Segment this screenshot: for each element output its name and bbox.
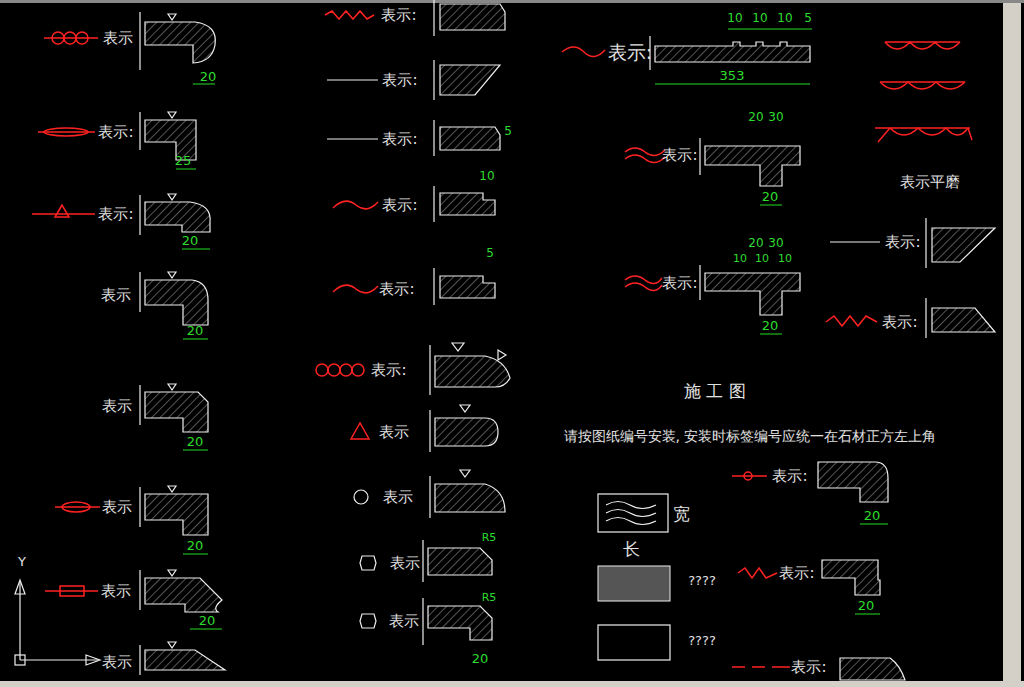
profile-label: 表示: [98, 207, 133, 222]
dimension-number: 20 [182, 234, 199, 247]
profile-label: 表示: [662, 276, 697, 291]
profile-label: 表示 [389, 614, 419, 629]
dimension-number: 30 [768, 111, 783, 123]
profile-label: ???? [688, 574, 716, 587]
profile-label: Y [18, 555, 26, 568]
profile-label: 表示: [772, 469, 807, 484]
dimension-number: 5 [486, 247, 494, 259]
dimension-number: 20 [199, 614, 216, 627]
profile-label: 表示: [882, 315, 917, 330]
dimension-number: 20 [858, 599, 875, 612]
profile-label: 宽 [673, 506, 690, 523]
dimension-number: 20 [472, 652, 489, 665]
profile-label: 表示: [382, 73, 417, 88]
dimension-number: 30 [768, 237, 783, 249]
dimension-number: 20 [187, 435, 204, 448]
dimension-number: 10 [727, 12, 742, 24]
profile-label: 表示: [608, 43, 652, 62]
profile-label: 表示 [102, 500, 132, 515]
dimension-number: 20 [748, 111, 763, 123]
dimension-number: 5 [504, 125, 512, 137]
profile-label: 表示 [101, 584, 131, 599]
profile-label: 表示: [382, 132, 417, 147]
dimension-number: 20 [748, 237, 763, 249]
profile-label: 表示: [98, 125, 133, 140]
dimension-number: 10 [479, 170, 494, 182]
dimension-number: 353 [720, 69, 745, 82]
profile-label: 表示: [371, 363, 406, 378]
profile-label: 表示: [885, 235, 920, 250]
profile-label: 表示 [379, 425, 409, 440]
profile-label: 表示 [102, 655, 132, 670]
dimension-number: R5 [482, 592, 497, 603]
profile-label: 表示: [791, 660, 826, 675]
dimension-number: 10 [755, 253, 769, 264]
dimension-number: 10 [778, 253, 792, 264]
dimension-number: 20 [762, 319, 779, 332]
profile-label: 表示 [383, 490, 413, 505]
dimension-number: 10 [777, 12, 792, 24]
dimension-number: 25 [175, 154, 192, 167]
drawing-title: 施 工 图 [684, 383, 746, 400]
dimension-number: 10 [733, 253, 747, 264]
profile-label: 表示: [662, 148, 697, 163]
profile-label: 表示: [382, 198, 417, 213]
dimension-number: R5 [482, 532, 497, 543]
dimension-number: 20 [200, 70, 217, 83]
profile-label: 表示 [101, 288, 131, 303]
dimension-number: 20 [762, 190, 779, 203]
dimension-number: 10 [752, 12, 767, 24]
profile-label: 表示 [103, 31, 133, 46]
profile-label: 请按图纸编号安装, 安装时标签编号应统一在石材正方左上角 [564, 429, 937, 443]
profile-label: 长 [623, 541, 640, 558]
profile-label: 表示: [381, 8, 416, 23]
dimension-number: 20 [187, 539, 204, 552]
profile-label: 表示 [102, 399, 132, 414]
profile-label: ???? [688, 634, 716, 647]
profile-label: 表示 [390, 556, 420, 571]
dimension-number: 5 [804, 12, 812, 24]
dimension-number: 20 [864, 509, 881, 522]
profile-label: 表示: [779, 566, 814, 581]
profile-label: 表示平磨 [900, 175, 960, 190]
profile-label: 表示: [379, 282, 414, 297]
dimension-number: 20 [187, 324, 204, 337]
